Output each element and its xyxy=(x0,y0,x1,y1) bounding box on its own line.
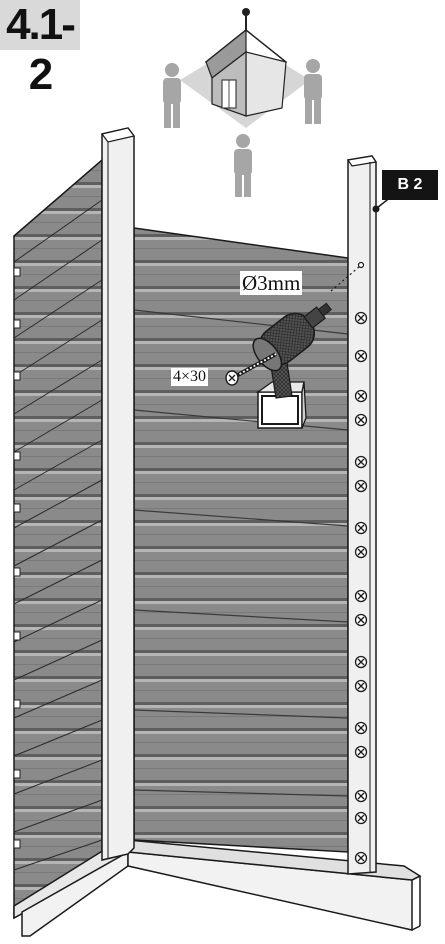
person-icon xyxy=(304,59,322,124)
drill-guide-line xyxy=(330,265,361,292)
screw-icon xyxy=(225,352,277,386)
pilot-hole xyxy=(357,261,365,269)
base-frame xyxy=(13,838,422,937)
left-wall-panel xyxy=(13,158,103,920)
badge-leader-dot xyxy=(372,205,380,213)
right-corner-post xyxy=(346,155,378,875)
person-icon xyxy=(234,134,252,197)
shed-orientation-icon xyxy=(180,8,310,128)
part-badge: B 2 xyxy=(382,170,438,200)
left-corner-post xyxy=(100,127,136,861)
drill-diameter-label: Ø3mm xyxy=(240,271,303,295)
person-icon xyxy=(163,63,181,128)
screw-head-icon xyxy=(354,311,368,865)
step-number: 4.1-2 xyxy=(0,0,80,99)
screw-size-label: 4×30 xyxy=(171,368,209,386)
drill-icon xyxy=(252,302,332,429)
